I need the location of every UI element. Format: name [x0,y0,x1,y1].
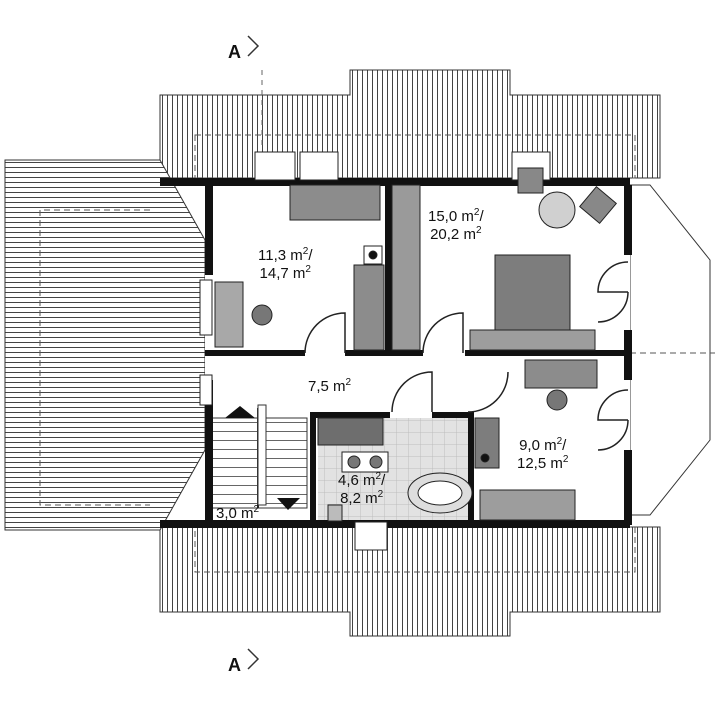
roof-top [159,69,661,179]
doors [304,261,629,451]
section-marker-bottom: A [228,648,260,676]
windows [199,151,551,551]
walls [160,178,632,528]
roof-right-bay [629,184,715,516]
room-label-hall: 7,5 m2 [308,377,352,396]
room-label-bedroom-right: 9,0 m2/ 12,5 m2 [517,436,569,473]
section-arrow-icon [247,648,260,670]
room-label-bathroom: 4,6 m2/ 8,2 m2 [338,471,386,508]
room-label-bedroom-left: 11,3 m2/ 14,7 m2 [258,246,313,283]
stair-up-arrow-icon [225,406,255,418]
stair-down-arrow-icon [277,498,300,510]
roof-left-wing [4,159,206,531]
section-arrow-icon [247,35,260,57]
staircase [211,404,308,509]
room-label-bedroom-master: 15,0 m2/ 20,2 m2 [428,207,484,244]
section-marker-top-label: A [228,42,241,62]
room-label-stairs: 3,0 m2 [216,504,260,523]
roof-bottom [159,526,661,637]
section-marker-bottom-label: A [228,655,241,675]
furniture [214,167,618,522]
section-marker-top: A [228,35,260,63]
